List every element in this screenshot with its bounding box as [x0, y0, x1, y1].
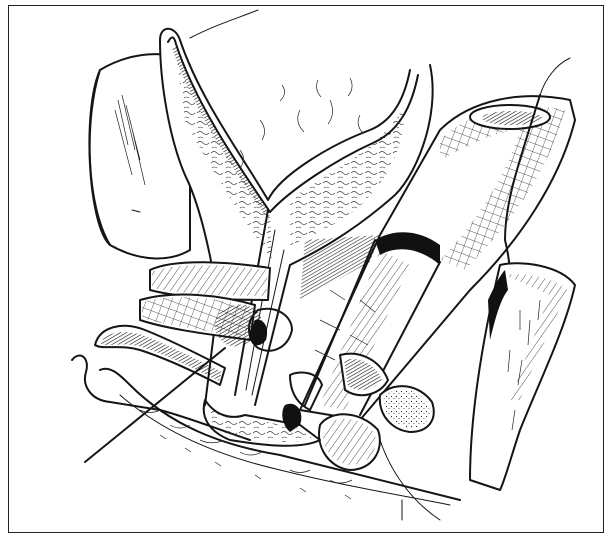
top-right-line	[540, 58, 570, 95]
top-line	[190, 10, 258, 38]
